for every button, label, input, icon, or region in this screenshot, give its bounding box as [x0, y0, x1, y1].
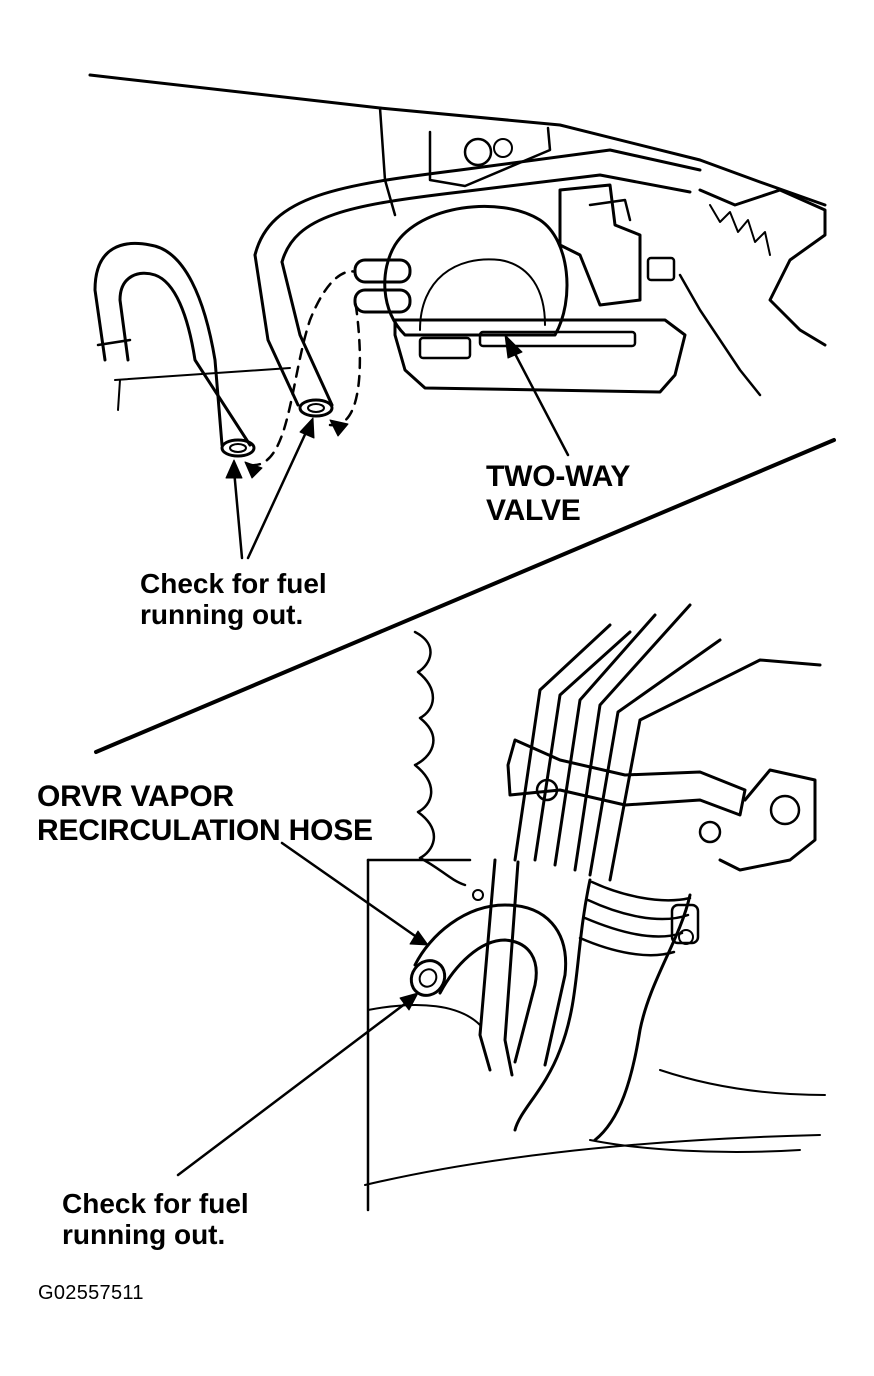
body-edge-wavy: [413, 630, 467, 887]
valve-nipple-lower: [353, 288, 412, 314]
floor-line: [114, 367, 291, 381]
filler-neck-left: [513, 878, 592, 1132]
clamp-bolt-right: [698, 820, 722, 844]
vent-hose-a-outer: [93, 241, 224, 447]
line-clamp: [506, 738, 747, 817]
floor-line-2: [117, 379, 121, 411]
fuel-line-upper: [253, 148, 702, 257]
filler-neck-ring-4: [578, 936, 676, 957]
check-leader-a-arrow: [225, 459, 243, 479]
floor-line-b: [364, 1134, 821, 1186]
fuel-line-2: [533, 630, 632, 862]
figure-id: G02557511: [38, 1282, 144, 1304]
bracket-bolt: [769, 794, 801, 826]
hose-leader-line: [280, 841, 420, 940]
vent-hose-b-bore: [307, 403, 325, 413]
valve-tray-rail: [478, 330, 637, 348]
fuel-line-6: [608, 658, 822, 882]
orvr-hose-inner: [438, 938, 538, 1064]
valve-tray-slot: [418, 336, 472, 360]
valve-canister: [383, 204, 569, 337]
fuel-line-3: [553, 613, 657, 867]
aux-hose-inner: [503, 860, 520, 1077]
frame-bracket-teeth: [709, 204, 771, 256]
filler-neck-ring-3: [583, 916, 684, 938]
aux-hose-outer: [478, 858, 497, 1072]
grommet: [463, 137, 493, 167]
valve-nipple-upper: [353, 258, 412, 284]
grommet-small: [493, 138, 513, 158]
vent-hose-a-bore: [229, 443, 247, 453]
valve-connector-tab: [588, 198, 632, 222]
clamp-bolt-left: [535, 778, 559, 802]
check-leader-bottom-arrow: [399, 992, 419, 1011]
valve-leader-line: [510, 346, 570, 457]
check-leader-b-arrow: [299, 417, 315, 439]
orvr-hose-label: ORVR VAPOR RECIRCULATION HOSE: [37, 780, 373, 847]
hose-clamp-screw: [678, 929, 694, 945]
body-panel-edge: [378, 106, 397, 217]
filler-neck-right: [593, 893, 692, 1142]
orvr-hose-label-line-2: RECIRCULATION HOSE: [37, 813, 373, 847]
floor-line-d: [589, 1139, 801, 1153]
panel-divider-line: [94, 438, 836, 754]
bottom-check-note: Check for fuel running out.: [62, 1188, 249, 1251]
top-panel-illustration: [88, 73, 827, 560]
frame-lower-edge: [678, 273, 762, 397]
vent-hose-b-inner: [280, 260, 334, 407]
vent-hose-a-inner: [118, 271, 252, 447]
check-leader-b: [246, 426, 310, 560]
filler-neck-ring-1: [590, 880, 692, 902]
valve-mount-clip: [646, 256, 676, 282]
two-way-valve-label-line-1: TWO-WAY: [486, 460, 631, 493]
body-recess: [428, 126, 552, 188]
orvr-hose-bore: [418, 968, 438, 988]
check-leader-bottom: [176, 998, 412, 1177]
valve-tray: [393, 318, 687, 394]
two-way-valve-label: TWO-WAY VALVE: [486, 460, 630, 527]
check-leader-a: [232, 468, 244, 560]
vent-hose-b-end: [298, 398, 334, 418]
frame-bracket: [698, 188, 827, 347]
bottom-check-note-line-1: Check for fuel: [62, 1188, 249, 1219]
flow-arrow-a: [244, 461, 263, 479]
floor-line-a: [367, 1004, 481, 1026]
valve-canister-inner: [419, 258, 546, 331]
fuel-line-4: [573, 603, 692, 872]
body-panel-outline: [88, 73, 827, 207]
top-check-note-line-1: Check for fuel: [140, 568, 327, 599]
vent-hose-b-outer: [253, 253, 300, 407]
filler-neck-ring-2: [586, 898, 690, 921]
orvr-hose-outer: [413, 903, 568, 1067]
fuel-line-1: [513, 623, 612, 862]
floor-line-c: [659, 1069, 826, 1096]
top-check-note-line-2: running out.: [140, 599, 304, 631]
valve-leader-arrow: [504, 334, 523, 359]
hose-route-dashed-a: [248, 270, 357, 467]
flow-arrow-b: [329, 419, 349, 437]
bottom-panel-illustration: [176, 603, 826, 1212]
top-check-note: Check for fuel running out.: [140, 568, 327, 631]
valve-connector: [558, 183, 642, 307]
vent-hose-a-end: [220, 438, 256, 458]
two-way-valve-label-line-2: VALVE: [486, 493, 581, 527]
fuel-line-lower: [280, 173, 692, 264]
hose-leader-arrow: [409, 930, 429, 946]
hose-route-dashed-b: [328, 298, 362, 427]
mount-bracket: [718, 768, 817, 872]
body-hole: [472, 889, 484, 901]
fuel-line-5: [588, 638, 722, 877]
vent-hose-a-collar: [96, 338, 132, 347]
orvr-hose-label-line-1: ORVR VAPOR: [37, 780, 234, 813]
bottom-check-note-line-2: running out.: [62, 1219, 226, 1251]
